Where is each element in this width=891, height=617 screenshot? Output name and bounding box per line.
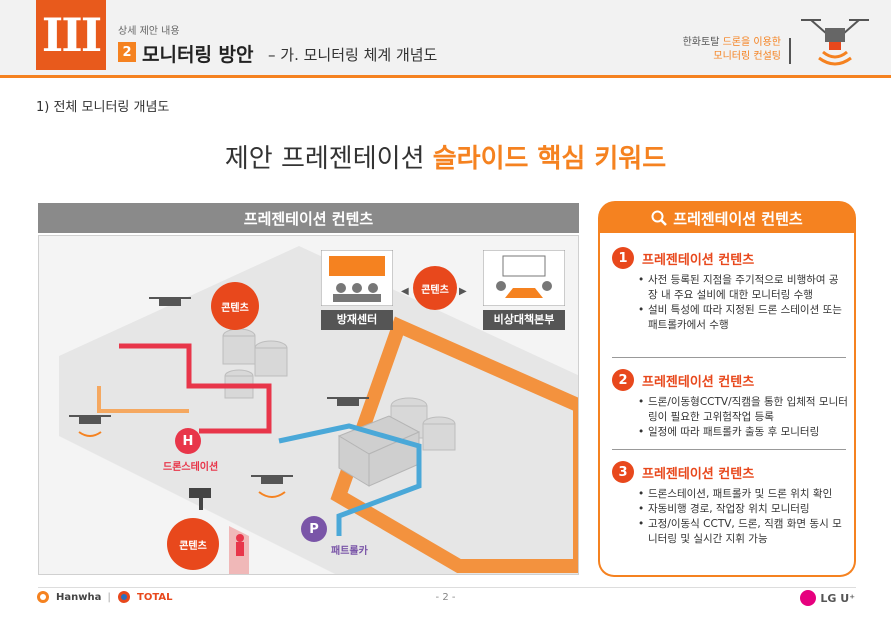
- content-badge-bottom: 콘텐츠: [167, 518, 219, 570]
- item-number: 1: [612, 247, 634, 269]
- caption-divider: [789, 38, 791, 64]
- hanwha-text: Hanwha: [56, 591, 102, 603]
- item-title: 프레젠테이션 컨텐츠: [642, 466, 755, 482]
- item-divider: [612, 357, 846, 358]
- header-caption: 한화토탈 드론을 이용한 모니터링 컨설팅: [682, 36, 791, 64]
- hanwha-logo-icon: [37, 591, 49, 603]
- item-number: 3: [612, 461, 634, 483]
- bullet-text: 사전 등록된 지점을 주기적으로 비행하여 공장 내 주요 설비에 대한 모니터…: [638, 273, 848, 303]
- left-panel-title: 프레젠테이션 컨텐츠: [38, 203, 579, 233]
- emergency-hq-box: 비상대책본부: [482, 249, 566, 330]
- caption-highlight: 드론을 이용한: [722, 37, 781, 48]
- disaster-center-box: 방재센터: [320, 249, 394, 330]
- right-panel-title-text: 프레젠테이션 컨텐츠: [673, 209, 803, 228]
- page-title: 모니터링 방안: [142, 44, 254, 66]
- logo-separator: |: [107, 591, 111, 603]
- plant-base: [59, 246, 578, 574]
- patrol-marker: P: [301, 516, 327, 542]
- drone-icon-3: [327, 397, 369, 406]
- bullet-text: 드론/이동형CCTV/직캠을 통한 입체적 모니터링이 필요한 고위험작업 등록: [638, 395, 848, 425]
- emergency-hq-label: 비상대책본부: [483, 310, 565, 330]
- total-text: TOTAL: [137, 591, 173, 603]
- patrol-route-blue: [278, 423, 422, 536]
- drone-icon-4: [251, 475, 293, 498]
- keyword-item-2: 2 프레젠테이션 컨텐츠 드론/이동형CCTV/직캠을 통한 입체적 모니터링이…: [612, 369, 848, 440]
- drone-route-red: [119, 343, 272, 434]
- bullet-text: 자동비행 경로, 작업장 위치 모니터링: [638, 502, 848, 517]
- drone-icon-1: [149, 297, 191, 306]
- meeting-icon: [482, 249, 566, 307]
- right-panel-title: 프레젠테이션 컨텐츠: [598, 201, 856, 235]
- tank-group-left: [222, 328, 288, 399]
- item-title: 프레젠테이션 컨텐츠: [642, 374, 755, 390]
- bullet-text: 드론스테이션, 패트롤카 및 드론 위치 확인: [638, 487, 848, 502]
- arrow-right-icon: ▶: [459, 286, 467, 297]
- page-subtitle: – 가. 모니터링 체계 개념도: [268, 46, 438, 64]
- headline-normal: 제안 프레젠테이션: [224, 144, 425, 174]
- item-divider: [612, 449, 846, 450]
- keyword-item-3: 3 프레젠테이션 컨텐츠 드론스테이션, 패트롤카 및 드론 위치 확인 자동비…: [612, 461, 848, 547]
- section-number: 2: [118, 42, 136, 62]
- caption-prefix: 한화토탈: [682, 37, 720, 48]
- bullet-text: 고정/이동식 CCTV, 드론, 직캠 화면 동시 모니터링 및 실시간 지휘 …: [638, 517, 848, 547]
- content-badge-top: 콘텐츠: [211, 282, 259, 330]
- drone-icon: [801, 19, 869, 66]
- drone-route-orange: [97, 386, 189, 413]
- section-label: 1) 전체 모니터링 개념도: [36, 100, 170, 115]
- total-logo-icon: [118, 591, 130, 603]
- header-bar: III 상세 제안 내용 2 모니터링 방안 – 가. 모니터링 체계 개념도 …: [0, 0, 891, 78]
- chapter-badge: III: [36, 0, 106, 70]
- headline: 제안 프레젠테이션 슬라이드 핵심 키워드: [0, 138, 891, 175]
- lgu-text: LG U⁺: [820, 591, 855, 605]
- headline-highlight: 슬라이드 핵심 키워드: [432, 144, 667, 174]
- chapter-kicker: 상세 제안 내용: [118, 26, 180, 37]
- screen-wall-icon: [320, 249, 394, 307]
- lgu-logo: LG U⁺: [800, 590, 855, 606]
- item-number: 2: [612, 369, 634, 391]
- monitoring-diagram: 방재센터 콘텐츠 ◀ ▶ 비상대책본부 콘텐츠 H 드론스테이션 콘텐츠 P 패…: [38, 235, 579, 575]
- worker-icon: [229, 526, 249, 574]
- caption-line2: 모니터링 컨설팅: [713, 51, 781, 62]
- drone-station-label: 드론스테이션: [163, 462, 219, 473]
- content-badge-center: 콘텐츠: [413, 266, 457, 310]
- keyword-panel: 1 프레젠테이션 컨텐츠 사전 등록된 지점을 주기적으로 비행하여 공장 내 …: [598, 233, 856, 577]
- keyword-item-1: 1 프레젠테이션 컨텐츠 사전 등록된 지점을 주기적으로 비행하여 공장 내 …: [612, 247, 848, 333]
- drone-station-marker: H: [175, 428, 201, 454]
- footer-divider: [38, 587, 856, 588]
- drone-icon-2: [69, 415, 111, 437]
- patrol-label: 패트롤카: [331, 546, 368, 557]
- disaster-center-label: 방재센터: [321, 310, 393, 330]
- search-icon: [651, 210, 668, 226]
- bullet-text: 설비 특성에 따라 지정된 드론 스테이션 또는 패트롤카에서 수행: [638, 303, 848, 333]
- lgu-logo-icon: [800, 590, 817, 606]
- bullet-text: 일정에 따라 패트롤카 출동 후 모니터링: [638, 425, 848, 440]
- page-number: - 2 -: [435, 592, 456, 603]
- hanwha-total-logo: Hanwha | TOTAL: [36, 590, 172, 604]
- arrow-left-icon: ◀: [401, 286, 409, 297]
- plant-illustration: [59, 246, 578, 574]
- cctv-icon: [189, 488, 211, 510]
- item-title: 프레젠테이션 컨텐츠: [642, 252, 755, 268]
